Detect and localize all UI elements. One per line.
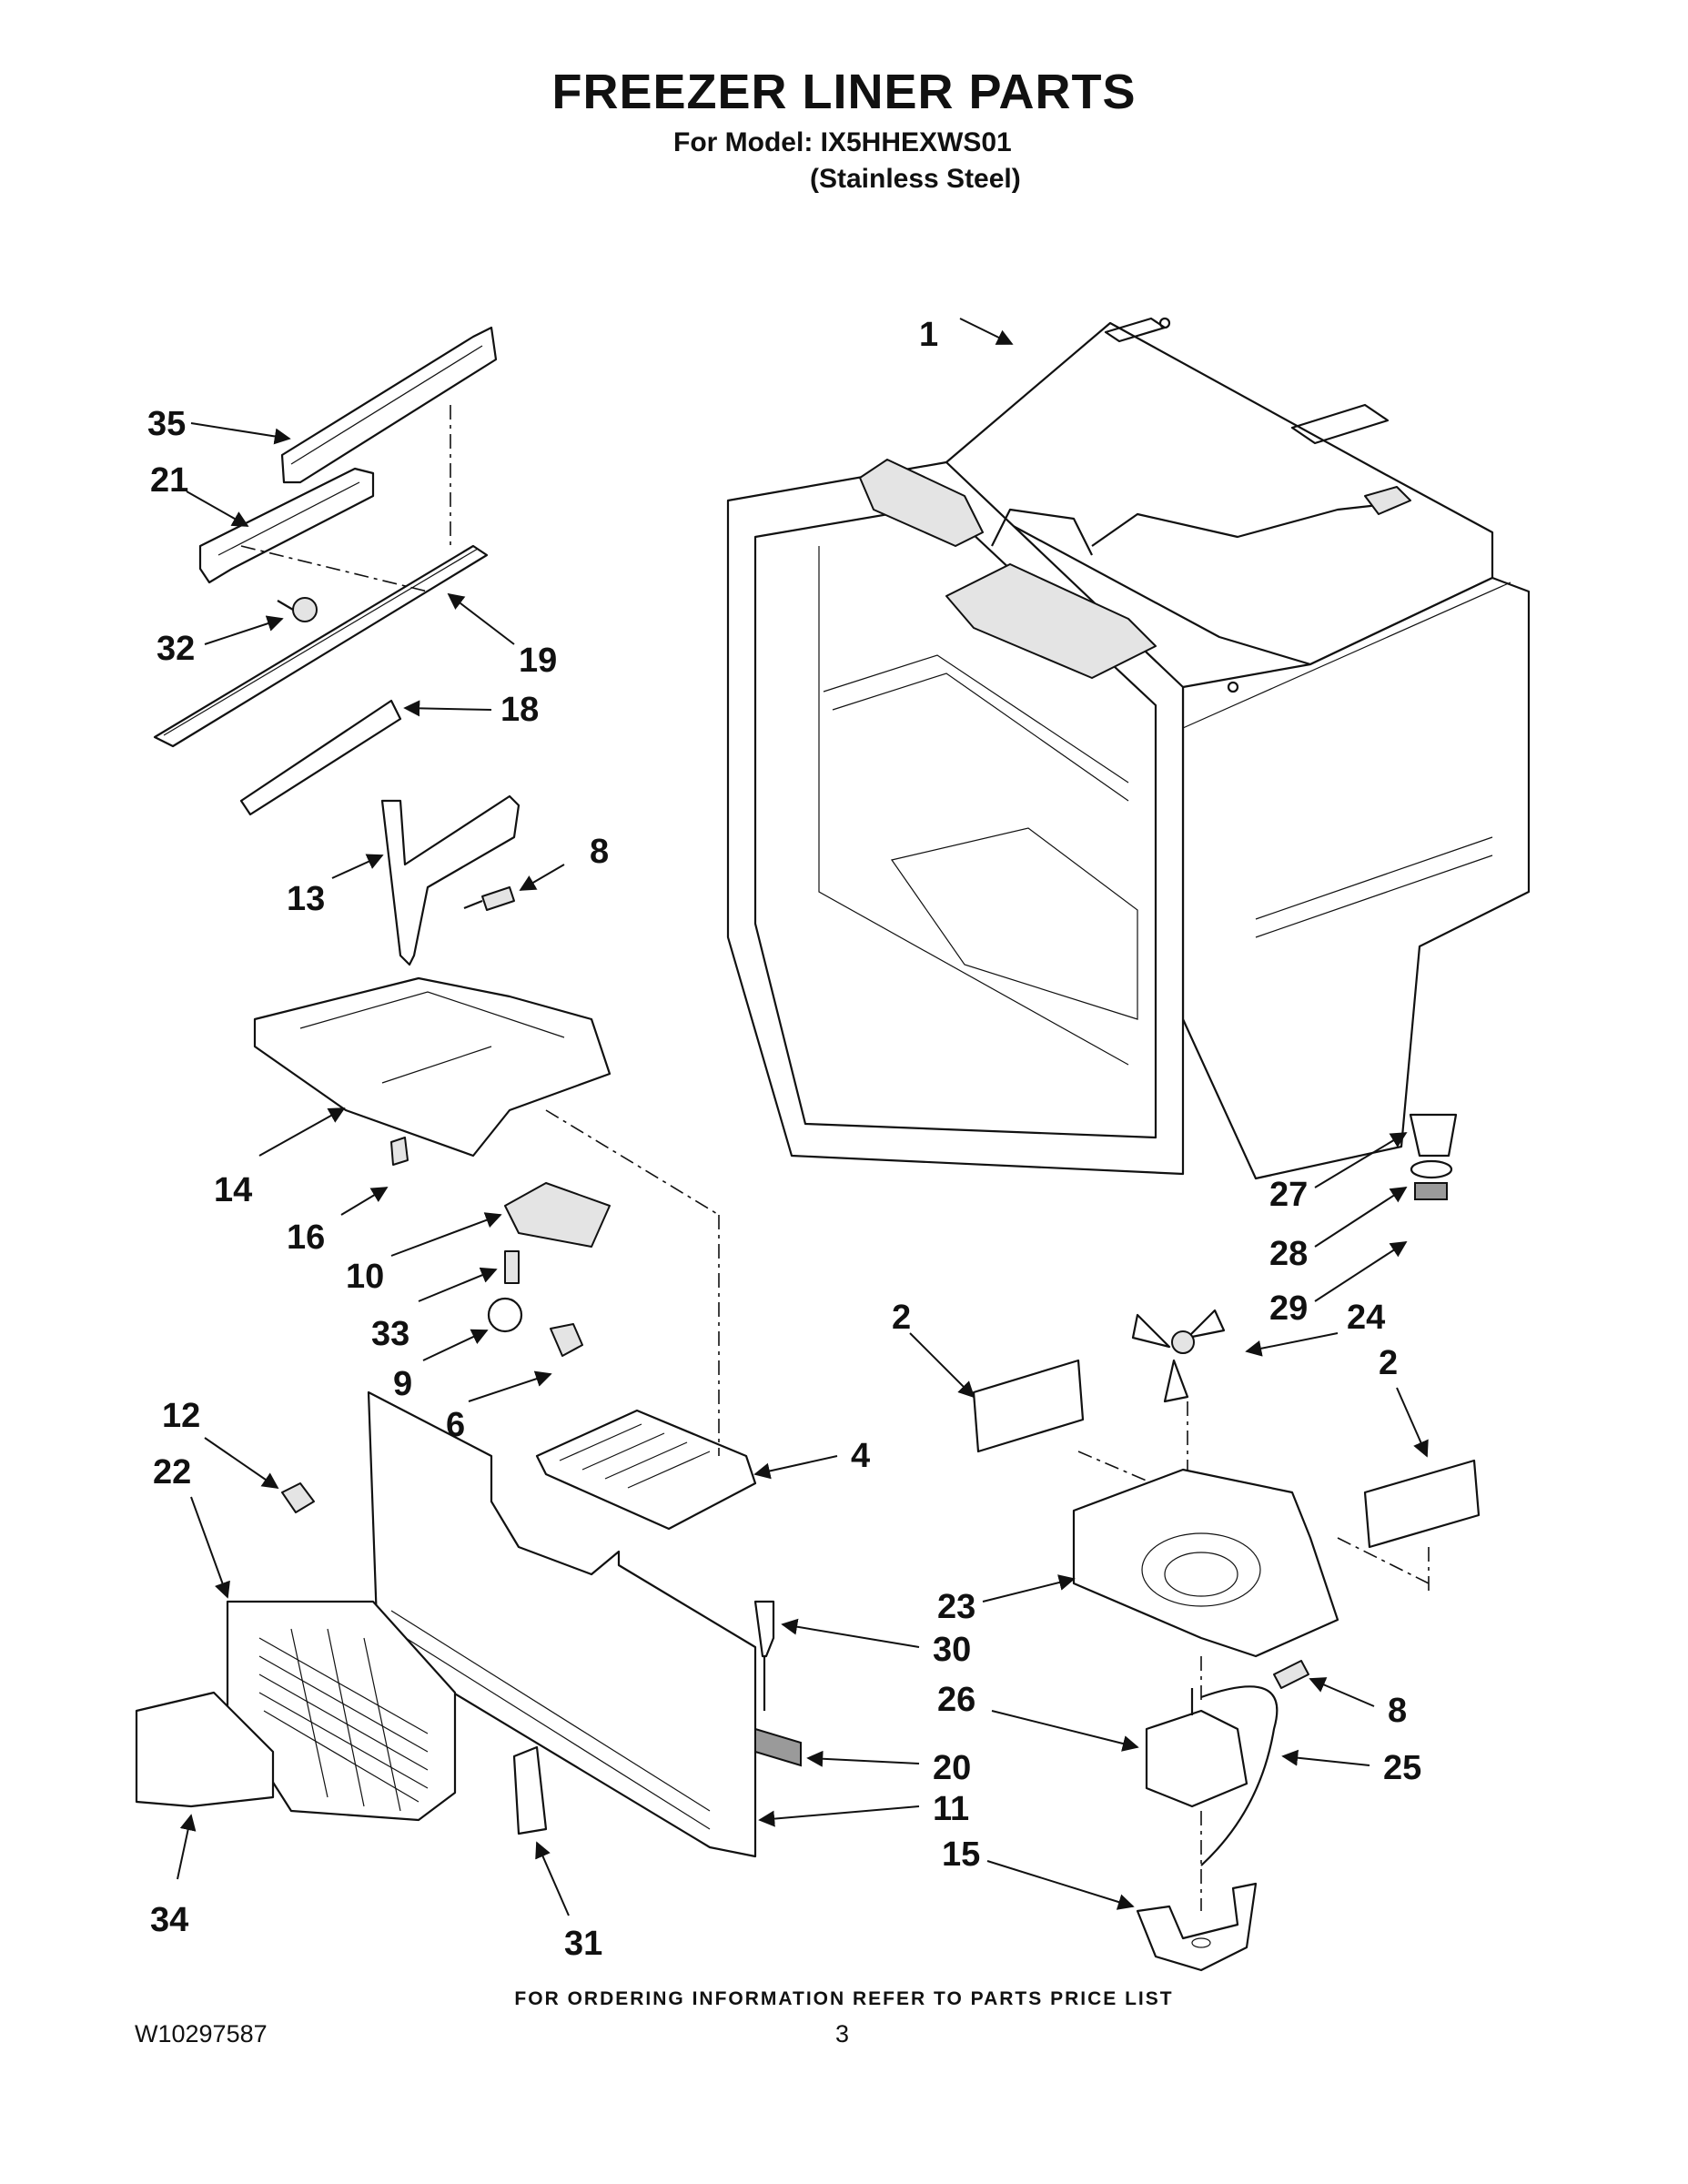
callout-8-lower: 8	[1388, 1692, 1407, 1730]
insulation-pad-right	[1363, 1459, 1481, 1549]
freezer-liner-part	[726, 317, 1531, 1180]
insulation-pad-left	[972, 1359, 1085, 1453]
callout-23: 23	[937, 1588, 975, 1626]
callout-9: 9	[393, 1365, 412, 1403]
callout-10: 10	[346, 1258, 384, 1296]
callout-4: 4	[851, 1437, 870, 1475]
callout-26: 26	[937, 1681, 975, 1719]
callout-2-left: 2	[892, 1299, 911, 1337]
callout-2-right: 2	[1379, 1344, 1398, 1382]
callout-20: 20	[933, 1749, 971, 1787]
callout-19: 19	[519, 642, 557, 680]
ordering-note: FOR ORDERING INFORMATION REFER TO PARTS …	[514, 1988, 1174, 2009]
cover-34	[135, 1691, 275, 1808]
page-number: 3	[835, 2020, 850, 2048]
callout-34: 34	[150, 1901, 188, 1939]
callout-1: 1	[919, 316, 938, 354]
callout-32: 32	[157, 630, 195, 668]
callout-22: 22	[153, 1453, 191, 1491]
grille-mesh	[258, 1628, 429, 1812]
callout-29: 29	[1269, 1289, 1308, 1328]
bulb-9	[487, 1297, 523, 1333]
callout-15: 15	[942, 1835, 980, 1874]
callout-13: 13	[287, 880, 325, 918]
callout-27: 27	[1269, 1176, 1308, 1214]
callout-18: 18	[500, 691, 539, 729]
callout-16: 16	[287, 1218, 325, 1257]
callout-11: 11	[933, 1790, 969, 1828]
callout-labels: 1 35 21 32 19 18 13 8 14 16 10 33 9 6 12…	[147, 316, 1421, 1963]
callout-35: 35	[147, 405, 186, 443]
model-line: For Model: IX5HHEXWS01	[673, 127, 1012, 157]
page-title: FREEZER LINER PARTS	[551, 65, 1137, 119]
callout-33: 33	[371, 1315, 409, 1353]
screw-8-upper	[463, 886, 515, 911]
light-cover-10	[504, 1182, 611, 1248]
callout-28: 28	[1269, 1235, 1308, 1273]
callout-30: 30	[933, 1631, 971, 1669]
callout-24: 24	[1347, 1299, 1385, 1337]
callout-12: 12	[162, 1397, 200, 1435]
callout-25: 25	[1383, 1749, 1421, 1787]
screw-32	[277, 597, 318, 622]
fan-blade-24	[1131, 1309, 1226, 1403]
callout-14: 14	[214, 1171, 252, 1209]
document-number: W10297587	[135, 2020, 268, 2048]
damper-27	[1409, 1113, 1458, 1158]
leader-lines	[177, 318, 1429, 1916]
callout-8-upper: 8	[590, 833, 609, 871]
fan-shroud-23	[1072, 1468, 1339, 1658]
rail-assembly	[153, 326, 498, 816]
callout-31: 31	[564, 1925, 602, 1963]
fan-motor-26	[1145, 1709, 1248, 1808]
model-variant: (Stainless Steel)	[810, 164, 1021, 194]
rear-panel-11	[367, 1390, 757, 1858]
motor-bracket-15	[1136, 1882, 1258, 1972]
diffuser-4	[535, 1409, 757, 1531]
callout-6: 6	[446, 1406, 465, 1444]
callout-21: 21	[150, 461, 188, 500]
bracket-13	[380, 794, 521, 966]
